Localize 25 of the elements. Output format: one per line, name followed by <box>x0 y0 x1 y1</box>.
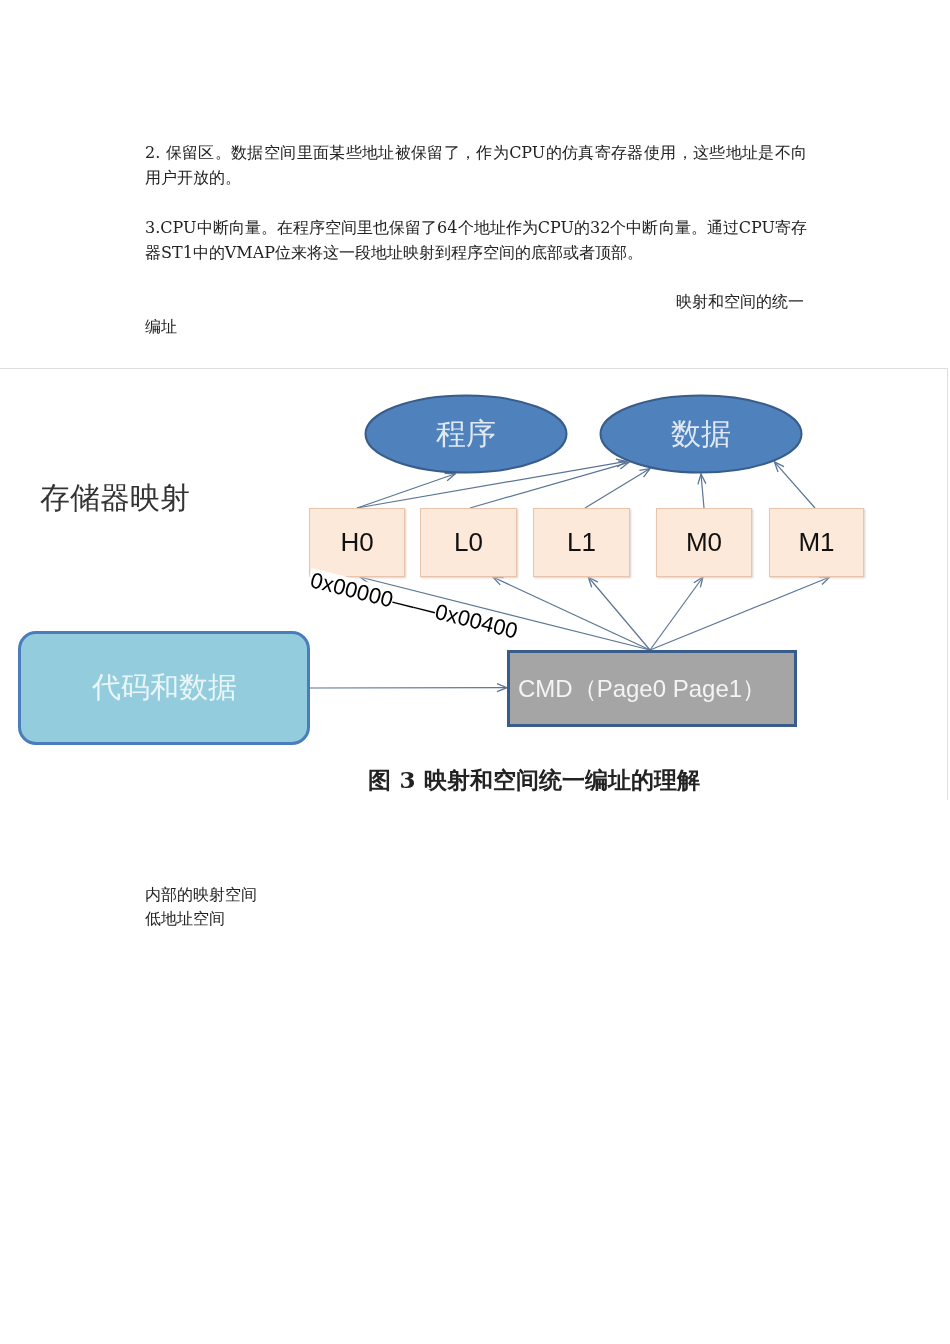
arrow <box>492 576 651 651</box>
arrow <box>356 472 456 509</box>
paragraph: 3.CPU中断向量。在程序空间里也保留了64个地址作为CPU的32个中断向量。通过CPU寄存器ST1中的VMAP位来将这一段地址映射到程序空间的底部或者顶部。 <box>145 217 807 264</box>
arrow <box>649 576 831 651</box>
memory-block: L0 <box>420 508 517 577</box>
arrow <box>649 576 704 651</box>
memory-block: M1 <box>769 508 864 577</box>
ellipse-node: 数据 <box>599 394 803 474</box>
arrow <box>773 461 816 509</box>
arrow <box>469 460 630 509</box>
text-line: 内部的映射空间 <box>145 884 257 906</box>
memory-block: M0 <box>656 508 752 577</box>
rounded-box: 代码和数据 <box>18 631 310 745</box>
arrow <box>584 467 651 509</box>
figure-caption: 图 3 映射和空间统一编址的理解 <box>368 765 700 795</box>
rectangle-box: CMD（Page0 Page1） <box>507 650 797 727</box>
arrow <box>309 683 508 693</box>
arrow <box>587 576 651 651</box>
text-line: 映射和空间的统一编址 <box>145 291 805 338</box>
text-line: 低地址空间 <box>145 908 225 930</box>
arrow <box>697 473 707 509</box>
memory-block: L1 <box>533 508 630 577</box>
diagram-title: 存储器映射 <box>40 479 190 517</box>
ellipse-node: 程序 <box>364 394 568 474</box>
paragraph: 2. 保留区。数据空间里面某些地址被保留了，作为CPU的仿真寄存器使用，这些地址是不向用户开放的。 <box>145 142 807 189</box>
